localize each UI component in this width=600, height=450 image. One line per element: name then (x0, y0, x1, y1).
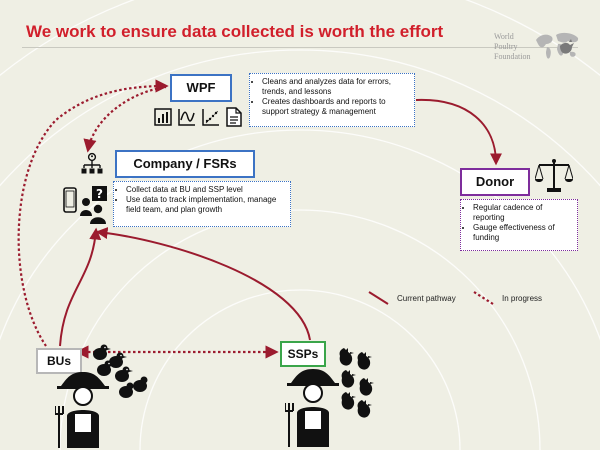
document-icon (226, 107, 242, 127)
rooster-icon (339, 348, 374, 418)
chicken-icon (93, 344, 148, 398)
wpf-note-item: Creates dashboards and reports to suppor… (262, 97, 411, 117)
logo-line: Poultry (494, 42, 518, 51)
company-note-item: Use data to track implementation, manage… (126, 195, 287, 215)
scatter-chart-icon (202, 109, 219, 126)
farmer-icon (285, 369, 339, 447)
logo-line: Foundation (494, 52, 531, 61)
company-fsrs-box: Company / FSRs (115, 150, 255, 178)
svg-text:?: ? (96, 187, 103, 201)
donor-note: Regular cadence of reporting Gauge effec… (460, 199, 578, 251)
company-note: Collect data at BU and SSP level Use dat… (113, 181, 291, 227)
farmer-icon (55, 372, 109, 448)
company-note-item: Collect data at BU and SSP level (126, 185, 287, 195)
logo-text: World Poultry Foundation (494, 32, 530, 62)
world-map-icon (536, 32, 579, 59)
wpf-note-item: Cleans and analyzes data for errors, tre… (262, 77, 411, 97)
bus-box: BUs (36, 348, 82, 374)
title-divider (22, 47, 578, 48)
legend-current-line (368, 291, 389, 305)
smartphone-icon (63, 187, 77, 213)
scales-icon (535, 159, 573, 192)
line-chart-icon (178, 109, 195, 126)
wpf-logo: World Poultry Foundation (494, 30, 584, 70)
donor-note-item: Gauge effectiveness of funding (473, 223, 574, 243)
arrow-bus-to-company (59, 227, 102, 347)
wpf-note: Cleans and analyzes data for errors, tre… (249, 73, 415, 127)
logo-line: World (494, 32, 514, 41)
legend-progress-line (473, 291, 494, 305)
arrow-ssps-to-company (95, 227, 311, 341)
wpf-box: WPF (170, 74, 232, 102)
donor-note-item: Regular cadence of reporting (473, 203, 574, 223)
legend-current-label: Current pathway (397, 294, 456, 303)
bar-chart-icon (154, 108, 172, 126)
slide-title: We work to ensure data collected is wort… (26, 22, 444, 41)
help-desk-icon: ? (80, 186, 107, 224)
arrow-wpf-to-donor (415, 98, 502, 166)
donor-box: Donor (460, 168, 530, 196)
legend-progress-label: In progress (502, 294, 543, 303)
org-chart-icon (81, 152, 103, 174)
ssps-box: SSPs (280, 341, 326, 367)
arrow-bus-to-wpf (17, 79, 169, 347)
arrow-company-to-wpf (83, 85, 167, 153)
